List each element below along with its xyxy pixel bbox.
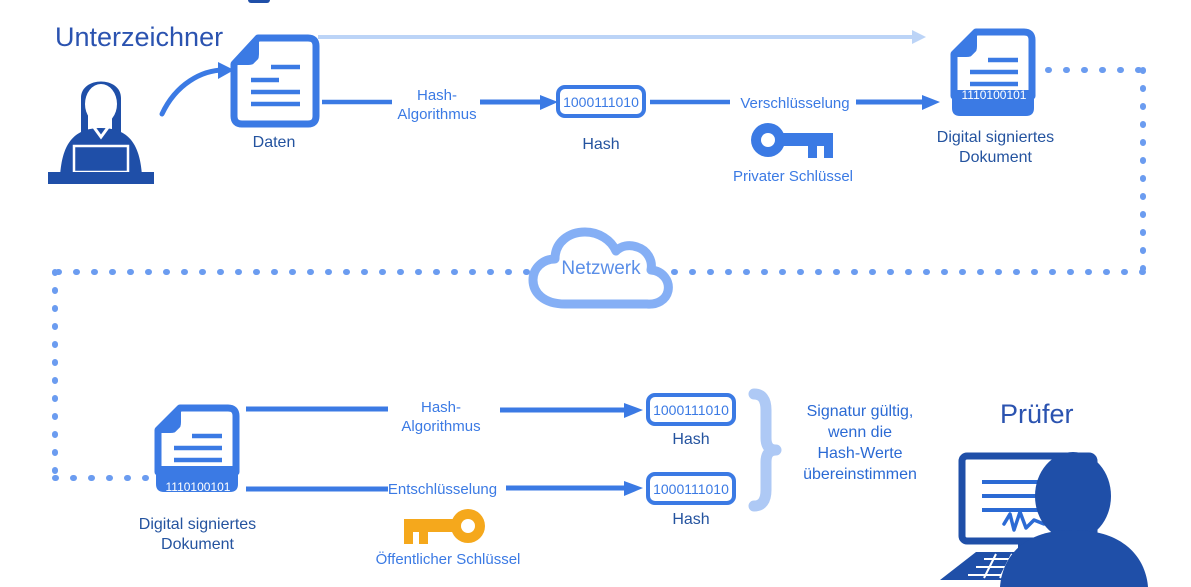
signed-document-hash-top: 1110100101 xyxy=(961,88,1027,102)
document-caption: Daten xyxy=(252,134,296,151)
hash-algorithm-label-bottom: Hash- Algorithmus xyxy=(401,399,481,435)
person-at-laptop-icon xyxy=(48,81,154,184)
curly-brace-icon xyxy=(748,388,782,512)
signed-document-caption-bottom: Digital signiertes Dokument xyxy=(138,516,257,553)
document-with-pen-icon xyxy=(230,34,320,128)
hash-caption-bottom-bottom: Hash xyxy=(672,511,710,528)
public-key-icon xyxy=(404,509,485,544)
data-transfer-arrow xyxy=(318,30,926,44)
network-label: Netzwerk xyxy=(561,258,641,279)
hash-algorithm-arrow-top xyxy=(480,95,558,110)
page-title-verifier: Prüfer xyxy=(1000,399,1074,429)
person-at-desktop-icon xyxy=(940,452,1148,587)
verification-text: Signatur gültig, wenn die Hash-Werte übe… xyxy=(803,403,917,483)
doc-to-hash-line xyxy=(322,99,392,105)
cut-off-shape xyxy=(248,0,270,3)
decryption-arrow xyxy=(506,481,643,496)
doc-to-decryption-line xyxy=(246,486,388,492)
encryption-label: Verschlüsselung xyxy=(740,95,850,112)
signed-document-caption-top: Digital signiertes Dokument xyxy=(936,129,1055,166)
doc-to-hash-line-bottom xyxy=(246,406,388,412)
signed-document-icon-top xyxy=(950,28,1036,116)
page-title-signer: Unterzeichner xyxy=(55,22,224,52)
decryption-label: Entschlüsselung xyxy=(387,481,498,498)
hash-caption-top: Hash xyxy=(582,136,620,153)
curved-arrow-icon xyxy=(159,62,234,117)
hash-to-encryption-line xyxy=(650,99,730,105)
hash-algorithm-arrow-bottom xyxy=(500,403,643,418)
signed-document-icon-bottom xyxy=(154,404,240,492)
public-key-label: Öffentlicher Schlüssel xyxy=(375,551,521,568)
private-key-label: Privater Schlüssel xyxy=(732,168,854,185)
cloud-icon xyxy=(528,227,673,309)
hash-box-bottom-top: 1000111010 xyxy=(646,393,736,426)
hash-box-bottom-bottom: 1000111010 xyxy=(646,472,736,505)
hash-caption-bottom-top: Hash xyxy=(672,431,710,448)
encryption-arrow xyxy=(856,95,940,110)
hash-algorithm-label-top: Hash- Algorithmus xyxy=(397,87,477,123)
private-key-icon xyxy=(751,123,833,158)
hash-box-top: 1000111010 xyxy=(556,85,646,118)
signed-document-hash-bottom: 1110100101 xyxy=(165,480,231,494)
